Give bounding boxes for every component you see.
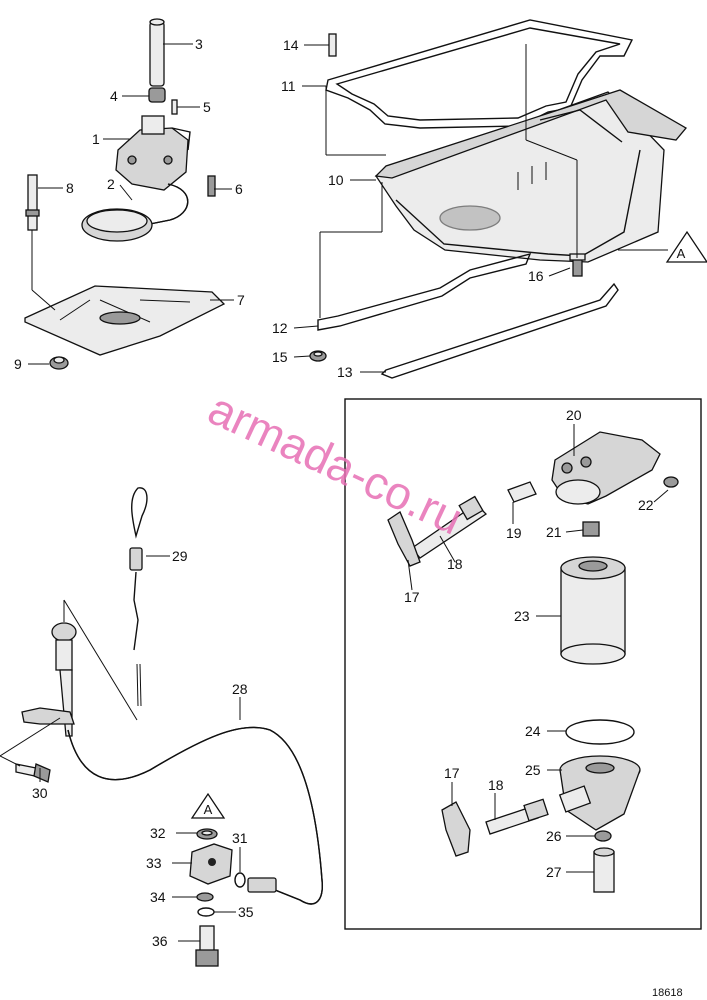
label-part-29: 29 <box>172 548 188 564</box>
label-part-28: 28 <box>232 681 248 697</box>
label-part-17-lower: 17 <box>444 765 460 781</box>
label-part-24: 24 <box>525 723 541 739</box>
junction-block-part <box>189 843 233 885</box>
label-part-35: 35 <box>238 904 254 920</box>
oil-filter-part <box>560 556 626 665</box>
label-part-32: 32 <box>150 825 166 841</box>
marker-a-upper: A <box>665 230 707 263</box>
label-part-11: 11 <box>281 78 296 94</box>
dipstick-tube-part <box>21 622 77 737</box>
clamp-17-lower-part <box>441 801 471 857</box>
label-part-13: 13 <box>337 364 353 380</box>
label-part-8: 8 <box>66 180 74 196</box>
label-part-33: 33 <box>146 855 162 871</box>
label-part-21: 21 <box>546 524 562 540</box>
label-part-15: 15 <box>272 349 288 365</box>
drawing-reference-number: 18618 <box>652 987 683 999</box>
label-part-17-upper: 17 <box>404 589 420 605</box>
side-gasket-13-part <box>380 282 619 379</box>
watermark-text: armada-co.ru <box>201 382 471 545</box>
oil-pump-group <box>24 18 234 370</box>
screw-6-part <box>207 175 216 197</box>
washer-26-part <box>594 830 612 842</box>
marker-a-lower: A <box>190 792 226 819</box>
o-ring-32-part <box>196 828 218 840</box>
sealing-ring-part <box>148 87 166 103</box>
label-part-19: 19 <box>506 525 522 541</box>
side-gasket-12-part <box>317 252 532 331</box>
label-part-23: 23 <box>514 608 530 624</box>
label-part-6: 6 <box>235 181 243 197</box>
stud-14-part <box>328 33 337 57</box>
svg-text:A: A <box>677 246 686 261</box>
dipstick-part <box>129 487 148 707</box>
nipple-19-part <box>507 481 537 503</box>
union-screw-36-part <box>195 925 219 967</box>
part-number-labels: 3 4 5 1 2 6 8 7 9 14 11 10 16 12 15 13 2… <box>14 36 654 949</box>
label-part-7: 7 <box>237 292 245 308</box>
label-part-12: 12 <box>272 320 288 336</box>
label-part-3: 3 <box>195 36 203 52</box>
label-part-5: 5 <box>203 99 211 115</box>
o-ring-31-part <box>234 872 246 888</box>
baffle-plate-part <box>24 285 226 356</box>
stud-8-part <box>25 174 40 231</box>
clamp-17-upper-part <box>387 511 421 567</box>
washer-34-part <box>196 892 214 902</box>
screw-30-part <box>15 763 51 783</box>
label-part-14: 14 <box>283 37 299 53</box>
o-ring-24-part <box>565 719 635 745</box>
washer-35-part <box>197 907 215 917</box>
label-part-16: 16 <box>528 268 544 284</box>
filter-bracket-part <box>551 431 661 505</box>
svg-text:A: A <box>204 802 213 817</box>
hose-18-lower-part <box>485 798 549 835</box>
hose-18-upper-part <box>411 495 488 559</box>
pin-part <box>171 99 178 115</box>
pickup-pipe-part <box>149 18 165 87</box>
label-part-2: 2 <box>107 176 115 192</box>
nut-22-part <box>663 476 679 488</box>
label-part-4: 4 <box>110 88 118 104</box>
label-part-22: 22 <box>638 497 654 513</box>
label-part-31: 31 <box>232 830 248 846</box>
label-part-1: 1 <box>92 131 100 147</box>
label-part-27: 27 <box>546 864 562 880</box>
washer-15-part <box>309 350 327 362</box>
upper-gasket-part <box>325 19 634 129</box>
label-part-18-lower: 18 <box>488 777 504 793</box>
oil-filter-group <box>344 398 702 930</box>
label-part-9: 9 <box>14 356 22 372</box>
nipple-21-part <box>582 521 600 537</box>
label-part-34: 34 <box>150 889 166 905</box>
label-part-26: 26 <box>546 828 562 844</box>
label-part-36: 36 <box>152 933 168 949</box>
union-screw-27-part <box>593 847 615 893</box>
label-part-18-upper: 18 <box>447 556 463 572</box>
dipstick-group: A <box>0 487 323 967</box>
oil-pan-part <box>374 89 687 263</box>
filter-group-frame <box>344 398 702 930</box>
oil-sump-group: A <box>293 19 707 379</box>
label-part-10: 10 <box>328 172 344 188</box>
oil-pump-part <box>115 115 191 191</box>
label-part-25: 25 <box>525 762 541 778</box>
nut-9-part <box>49 356 69 370</box>
filter-adapter-part <box>558 755 641 831</box>
label-part-30: 30 <box>32 785 48 801</box>
oil-line-part <box>67 726 323 905</box>
label-part-20: 20 <box>566 407 582 423</box>
oil-strainer-part <box>81 183 189 242</box>
